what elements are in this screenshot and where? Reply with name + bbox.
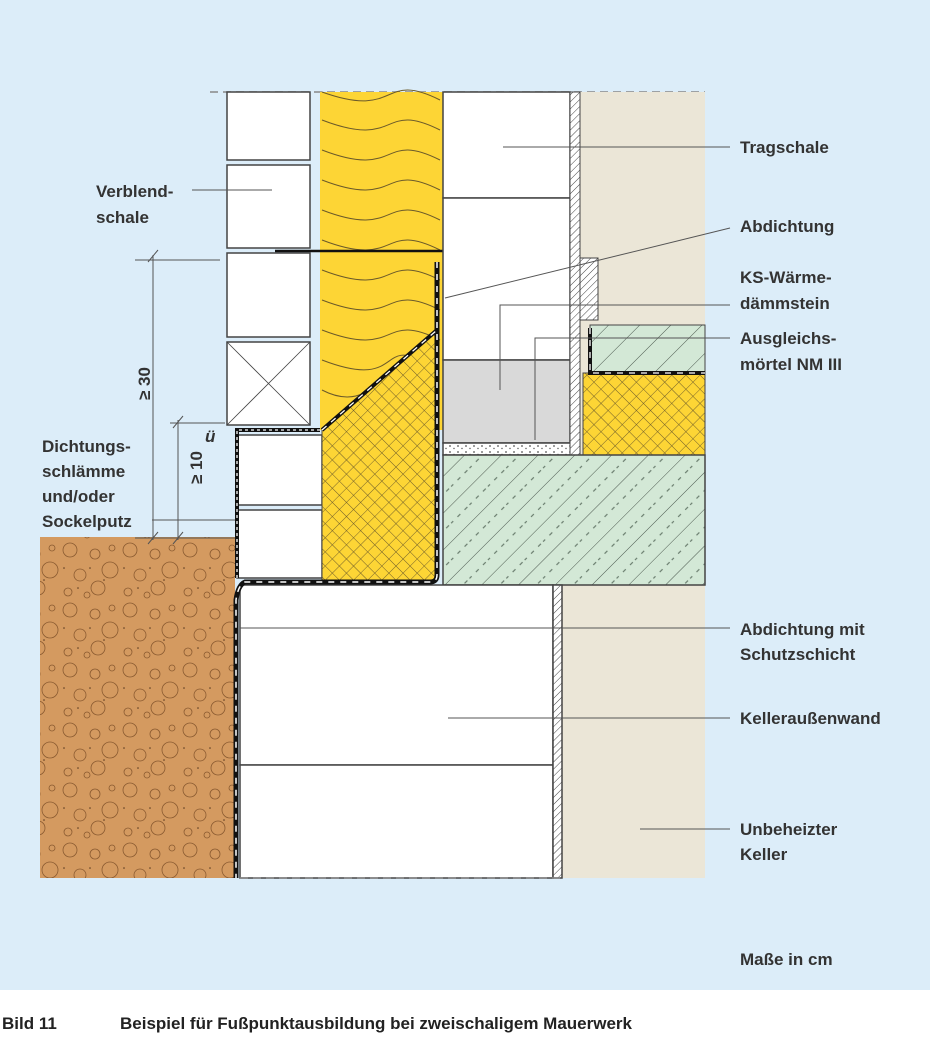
label-kelleraussenwand: Kelleraußenwand bbox=[740, 709, 881, 728]
label-ks-1: KS-Wärme- bbox=[740, 268, 832, 287]
label-abdichtung-schutz-1: Abdichtung mit bbox=[740, 620, 865, 639]
caption-text: Beispiel für Fußpunktausbildung bei zwei… bbox=[120, 1014, 632, 1033]
dimension-overlap: ü bbox=[205, 427, 216, 446]
label-abdichtung: Abdichtung bbox=[740, 217, 834, 236]
dimension-30: ≥ 30 bbox=[135, 367, 154, 400]
label-dicht-2: schlämme bbox=[42, 462, 125, 481]
label-abdichtung-schutz-2: Schutzschicht bbox=[740, 645, 856, 664]
label-dicht-3: und/oder bbox=[42, 487, 115, 506]
wall-section-drawing: ≥ 30 ≥ 10 ü Tragschale Abdichtung KS-Wär… bbox=[40, 89, 881, 969]
diagram-figure: ≥ 30 ≥ 10 ü Tragschale Abdichtung KS-Wär… bbox=[0, 0, 930, 990]
label-tragschale: Tragschale bbox=[740, 138, 829, 157]
slab bbox=[442, 454, 706, 586]
leader-lines bbox=[152, 146, 731, 830]
basement-wall bbox=[239, 584, 563, 879]
dimension-lines bbox=[135, 249, 235, 545]
interior-plaster bbox=[569, 91, 581, 456]
label-keller-2: Keller bbox=[740, 845, 788, 864]
soil bbox=[40, 537, 235, 878]
floor-insulation bbox=[582, 372, 706, 456]
label-ausgleich-2: mörtel NM III bbox=[740, 355, 842, 374]
waterproofing bbox=[233, 262, 705, 878]
screed bbox=[589, 324, 706, 374]
label-verblend-1: Verblend- bbox=[96, 182, 173, 201]
ks-thermal-block bbox=[579, 257, 599, 321]
label-ausgleich-1: Ausgleichs- bbox=[740, 329, 836, 348]
caption-number: Bild 11 bbox=[2, 1014, 57, 1033]
label-dicht-4: Sockelputz bbox=[42, 512, 132, 531]
label-verblend-2: schale bbox=[96, 208, 149, 227]
load-bearing-shell bbox=[442, 91, 579, 456]
basement-room bbox=[562, 585, 705, 878]
label-keller-1: Unbeheizter bbox=[740, 820, 838, 839]
dimension-10: ≥ 10 bbox=[187, 451, 206, 484]
label-ks-2: dämmstein bbox=[740, 294, 830, 313]
units-note: Maße in cm bbox=[740, 950, 833, 969]
label-dicht-1: Dichtungs- bbox=[42, 437, 131, 456]
veneer-shell bbox=[226, 91, 323, 579]
insulation bbox=[320, 89, 443, 581]
